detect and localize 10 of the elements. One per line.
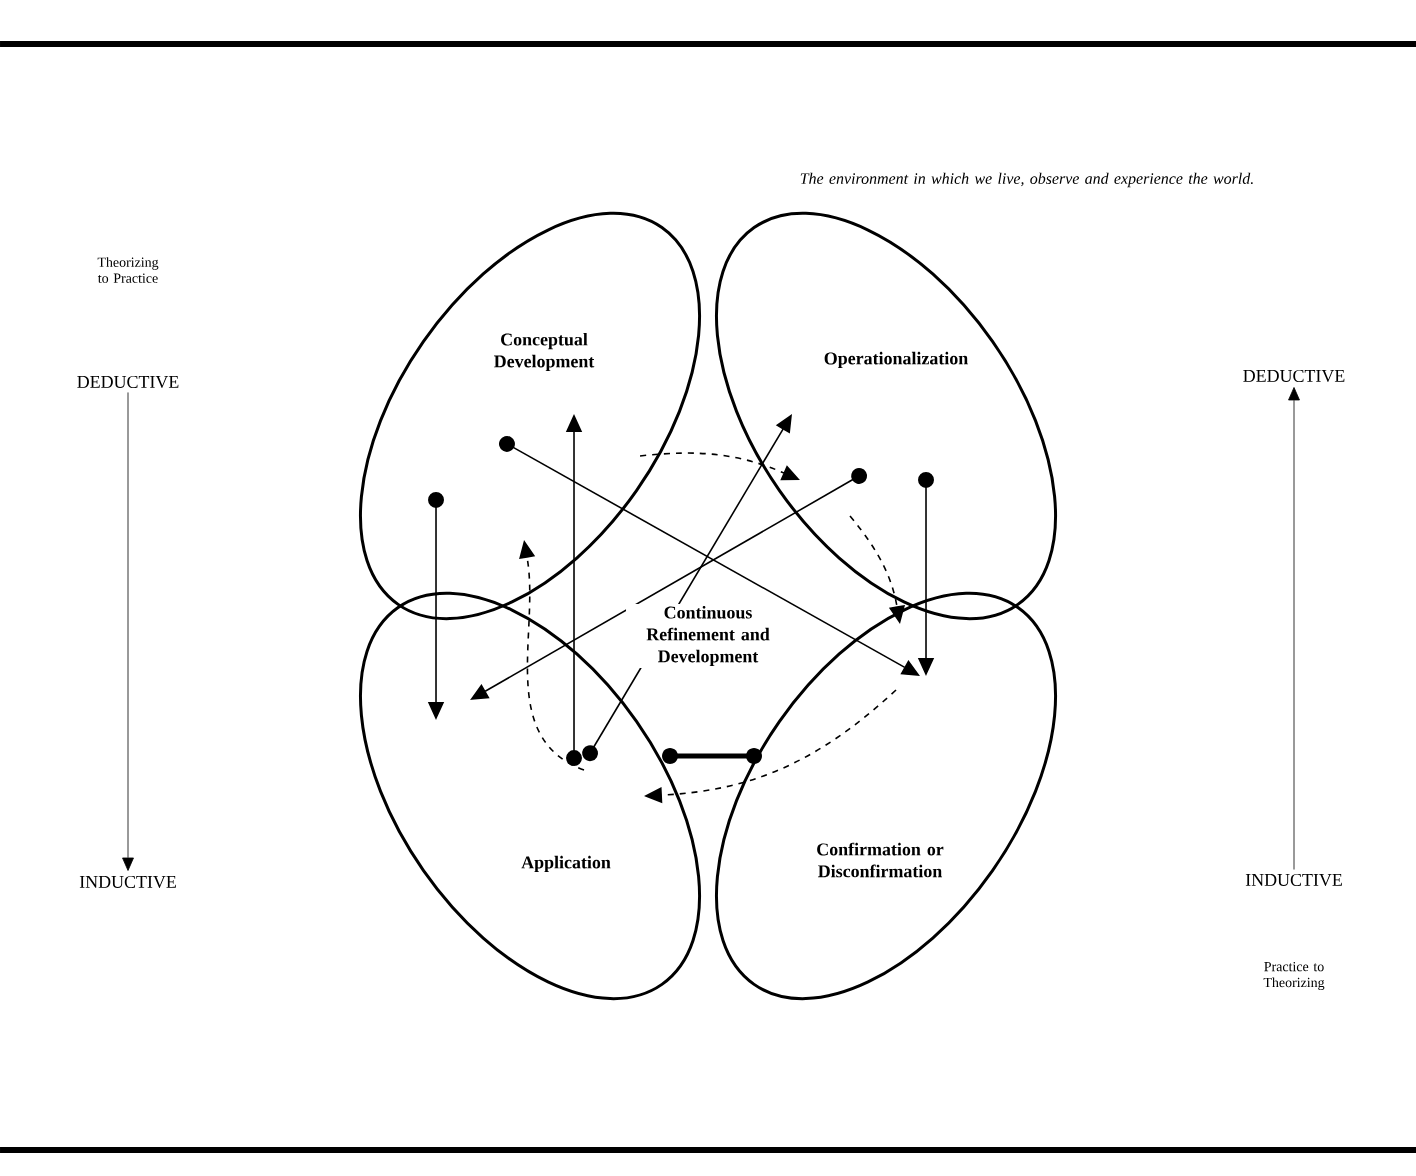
centre-label: Continuous Refinement and Development <box>626 603 790 669</box>
arrow <box>662 748 762 764</box>
reasoning-label: DEDUCTIVE <box>77 375 179 389</box>
reasoning-label: DEDUCTIVE <box>1243 369 1345 383</box>
arrow <box>499 435 920 676</box>
reasoning-label: INDUCTIVE <box>1245 873 1342 887</box>
direction-arrow <box>1288 387 1300 870</box>
arrow <box>470 468 868 700</box>
direction-arrow <box>122 392 134 871</box>
reasoning-label: INDUCTIVE <box>79 875 176 889</box>
